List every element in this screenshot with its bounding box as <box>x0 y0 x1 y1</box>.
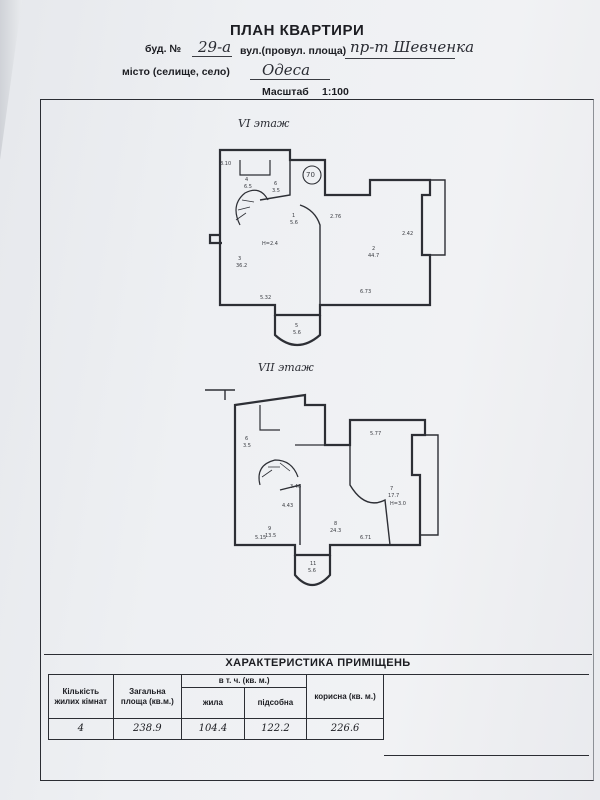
room-area: 6.5 <box>244 184 252 190</box>
col-living-header: жила <box>181 687 245 719</box>
table-top-line <box>44 654 592 655</box>
dimension: 5.15 <box>255 535 266 541</box>
room-label: 5 <box>295 323 298 329</box>
room-label: 8 <box>334 521 337 527</box>
room-label: 6 <box>274 181 277 187</box>
street-value: пр-т Шевченка <box>350 38 475 56</box>
dimension: 2.76 <box>330 214 341 220</box>
plan-circle-marker <box>302 165 322 185</box>
room-label: 4 <box>245 177 248 183</box>
floor-6-balcony <box>273 315 322 347</box>
dimension: 4.43 <box>282 503 293 509</box>
height-note: H=2.4 <box>262 241 278 247</box>
value-total: 238.9 <box>112 718 183 740</box>
dimension: 3.46 <box>290 484 301 490</box>
floor-6-label: VI этаж <box>238 117 290 130</box>
room-area: 5.6 <box>293 330 301 336</box>
building-number: 29-а <box>198 38 232 56</box>
room-area: 17.7 <box>388 493 399 499</box>
room-area: 24.3 <box>330 528 341 534</box>
floor-plan-drawing: 70 4 6.5 6 3.5 1 5.6 3 36.2 2 44.7 5 5.6… <box>205 148 446 587</box>
underline <box>250 79 330 80</box>
scale-label: Масштаб <box>262 86 309 98</box>
room-area: 5.6 <box>290 220 298 226</box>
room-label: 6 <box>245 436 248 442</box>
floor-7-balcony <box>293 555 332 587</box>
circle-number: 70 <box>306 171 315 179</box>
room-label: 2 <box>372 246 375 252</box>
value-rooms: 4 <box>48 718 114 740</box>
room-area: 36.2 <box>236 263 247 269</box>
dimension: 2.42 <box>402 231 413 237</box>
value-useful: 226.6 <box>306 718 384 740</box>
room-area: 13.5 <box>265 533 276 539</box>
underline <box>192 56 232 57</box>
characteristics-table: Кількість жилих кімнат Загальна площа (к… <box>48 674 384 740</box>
city-label: місто (селище, село) <box>122 66 230 78</box>
characteristics-title: ХАРАКТЕРИСТИКА ПРИМІЩЕНЬ <box>225 657 411 669</box>
dimension: 6.71 <box>360 535 371 541</box>
document-title: ПЛАН КВАРТИРИ <box>230 22 365 39</box>
room-area: 5.6 <box>308 568 316 574</box>
room-label: 1 <box>292 213 295 219</box>
col-rooms-header: Кількість жилих кімнат <box>48 674 114 719</box>
value-living: 104.4 <box>181 718 245 740</box>
room-label: 3 <box>238 256 241 262</box>
col-including-header: в т. ч. (кв. м.) <box>181 674 308 688</box>
room-label: 7 <box>390 486 393 492</box>
scale-value: 1:100 <box>322 86 349 98</box>
room-label: 9 <box>268 526 271 532</box>
room-label: 11 <box>310 561 316 567</box>
dimension: 3.10 <box>220 161 231 167</box>
room-area: 3.5 <box>243 443 251 449</box>
col-total-header: Загальна площа (кв.м.) <box>112 674 183 719</box>
room-area: 3.5 <box>272 188 280 194</box>
height-note: H=3.0 <box>390 501 406 507</box>
value-auxiliary: 122.2 <box>243 718 308 740</box>
dimension: 5.77 <box>370 431 381 437</box>
underline <box>345 58 455 59</box>
dimension: 6.73 <box>360 289 371 295</box>
col-auxiliary-header: підсобна <box>243 687 308 719</box>
table-empty-area <box>384 674 589 756</box>
city-value: Одеса <box>262 61 311 79</box>
floor-7-label: VII этаж <box>258 361 314 374</box>
dimension: 5.32 <box>260 295 271 301</box>
col-useful-header: корисна (кв. м.) <box>306 674 384 719</box>
building-label: буд. № <box>145 43 182 55</box>
plan-frame <box>40 99 594 781</box>
room-area: 44.7 <box>368 253 379 259</box>
street-label: вул.(провул. площа) <box>240 45 347 57</box>
